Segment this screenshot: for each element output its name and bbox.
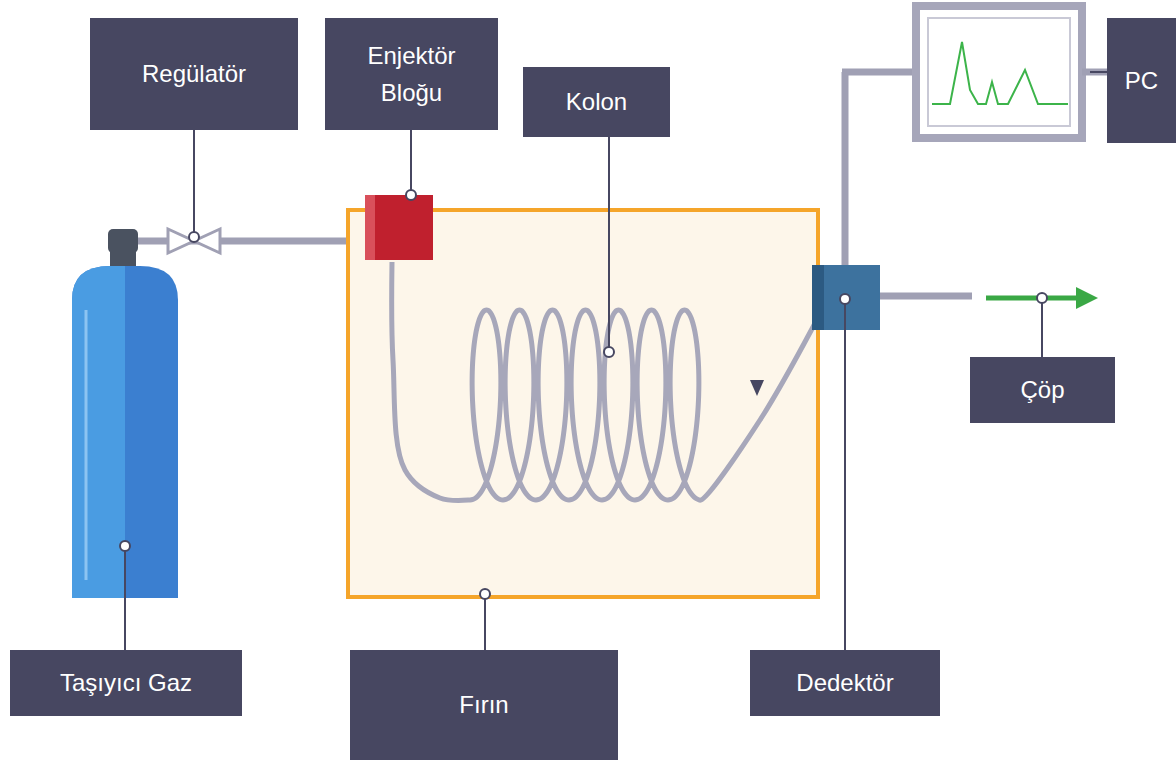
cylinder-knob bbox=[108, 229, 138, 253]
detector-edge bbox=[812, 265, 824, 330]
valve-symbol bbox=[168, 229, 220, 253]
part-name: Kolon bbox=[566, 83, 627, 120]
flow-marker bbox=[750, 380, 764, 396]
exhaust-line bbox=[878, 293, 972, 300]
part-name: Fırın bbox=[459, 686, 508, 723]
part-label: Taşıyıcı Gaz bbox=[10, 650, 242, 716]
part-name: Enjektör Bloğu bbox=[352, 37, 472, 111]
cylinder-highlight bbox=[72, 266, 125, 598]
part-label: Çöp bbox=[970, 357, 1115, 423]
signal-line bbox=[842, 72, 849, 265]
part-label: Enjektör Bloğu bbox=[325, 18, 498, 130]
waste-arrow bbox=[986, 296, 1080, 301]
part-label: PC bbox=[1107, 18, 1176, 143]
part-name: Regülatör bbox=[142, 55, 246, 92]
injector-block bbox=[365, 195, 433, 260]
injector-edge bbox=[365, 195, 375, 260]
part-label: Kolon bbox=[523, 67, 670, 137]
part-name: Dedektör bbox=[796, 664, 893, 701]
arrow-head bbox=[1076, 287, 1098, 309]
pc-link bbox=[1082, 69, 1108, 76]
part-label: Regülatör bbox=[90, 18, 298, 130]
part-label: Fırın bbox=[350, 650, 618, 760]
part-name: PC bbox=[1125, 62, 1158, 99]
column-coil bbox=[392, 262, 822, 501]
part-name: Taşıyıcı Gaz bbox=[60, 664, 192, 701]
monitor bbox=[916, 6, 1082, 138]
gas-cylinder bbox=[72, 266, 178, 598]
part-label: Dedektör bbox=[750, 650, 940, 716]
oven bbox=[348, 210, 818, 597]
chromatogram bbox=[932, 42, 1068, 104]
leader-lines bbox=[120, 72, 1107, 650]
part-name: Çöp bbox=[1020, 371, 1064, 408]
signal-line bbox=[842, 69, 916, 76]
monitor-screen bbox=[928, 18, 1070, 126]
cylinder-shine bbox=[85, 310, 88, 580]
column-tube bbox=[392, 262, 822, 501]
